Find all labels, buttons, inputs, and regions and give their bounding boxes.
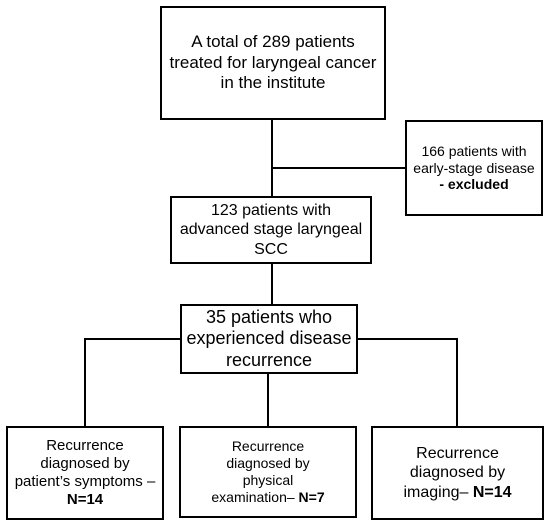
advanced-line-2: advanced stage laryngeal [179, 221, 363, 239]
symptoms-line-1: Recurrence [46, 437, 124, 454]
physical-last-text: examination– [211, 488, 299, 505]
physical-line-4: examination– N=7 [211, 489, 324, 506]
recurrence-line-1: 35 patients who [205, 306, 333, 327]
imaging-count: N=14 [472, 483, 512, 501]
total-line-2: treated for laryngeal cancer [169, 52, 377, 72]
recurrence-line-3: recurrence [225, 349, 313, 370]
total-line-3: in the institute [220, 73, 326, 93]
imaging-line-3: imaging– N=14 [403, 483, 511, 502]
physical-line-2: diagnosed by [226, 455, 310, 472]
box-symptoms-diagnosis: Recurrence diagnosed by patient’s sympto… [6, 426, 164, 520]
box-disease-recurrence: 35 patients who experienced disease recu… [180, 304, 358, 374]
recurrence-line-2: experienced disease [186, 328, 352, 349]
imaging-last-text: imaging– [403, 483, 473, 501]
connector-recurrence-to-symptoms [84, 338, 180, 426]
excluded-line-2: early-stage disease [413, 159, 535, 176]
box-physical-exam-diagnosis: Recurrence diagnosed by physical examina… [179, 426, 357, 518]
advanced-line-3: SCC [254, 240, 288, 258]
imaging-line-1: Recurrence [416, 445, 499, 463]
connector-recurrence-to-imaging [358, 338, 458, 426]
box-total-patients: A total of 289 patients treated for lary… [160, 6, 386, 120]
total-line-1: A total of 289 patients [191, 32, 355, 52]
imaging-line-2: diagnosed by [409, 464, 506, 482]
physical-line-1: Recurrence [231, 438, 305, 455]
symptoms-line-3: patient’s symptoms – [14, 473, 156, 490]
excluded-label: - excluded [439, 176, 509, 193]
physical-line-3: physical [242, 472, 294, 488]
advanced-line-1: 123 patients with [210, 202, 332, 220]
excluded-line-1: 166 patients with [421, 142, 527, 159]
physical-count: N=7 [298, 488, 325, 505]
symptoms-line-2: diagnosed by [40, 455, 130, 472]
box-excluded-early-stage: 166 patients with early-stage disease - … [405, 120, 543, 216]
box-imaging-diagnosis: Recurrence diagnosed by imaging– N=14 [371, 426, 544, 520]
box-advanced-stage: 123 patients with advanced stage larynge… [170, 196, 372, 264]
symptoms-count: N=14 [66, 491, 104, 508]
